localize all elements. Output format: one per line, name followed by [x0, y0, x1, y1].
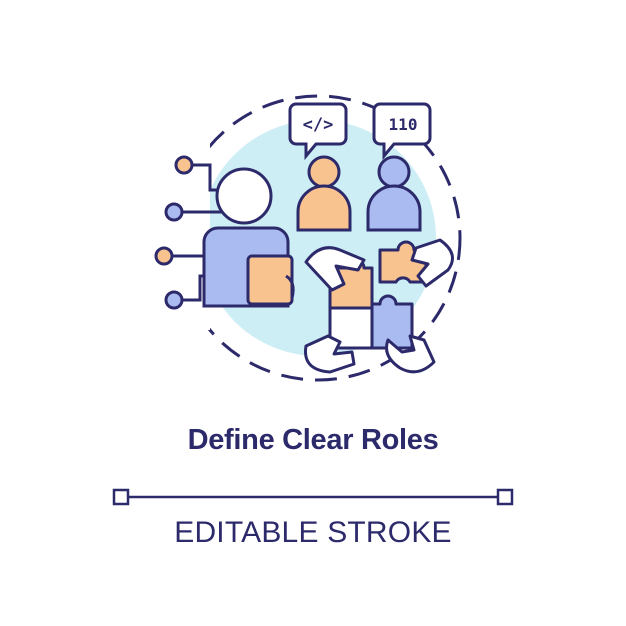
divider-line — [112, 488, 514, 506]
network-connector-icon — [154, 155, 222, 310]
binary-bubble-icon: 110 — [372, 102, 432, 161]
code-bubble-icon: </> — [288, 102, 348, 161]
code-bubble-text: </> — [303, 115, 334, 135]
editable-stroke-label: EDITABLE STROKE — [174, 516, 452, 549]
developer-person-icon — [296, 155, 352, 232]
person-with-tablet-icon — [202, 167, 295, 308]
engineer-person-icon — [366, 155, 422, 232]
puzzle-teamwork-icon — [304, 238, 454, 374]
binary-bubble-text: 110 — [389, 115, 418, 134]
page-title: Define Clear Roles — [187, 424, 439, 456]
